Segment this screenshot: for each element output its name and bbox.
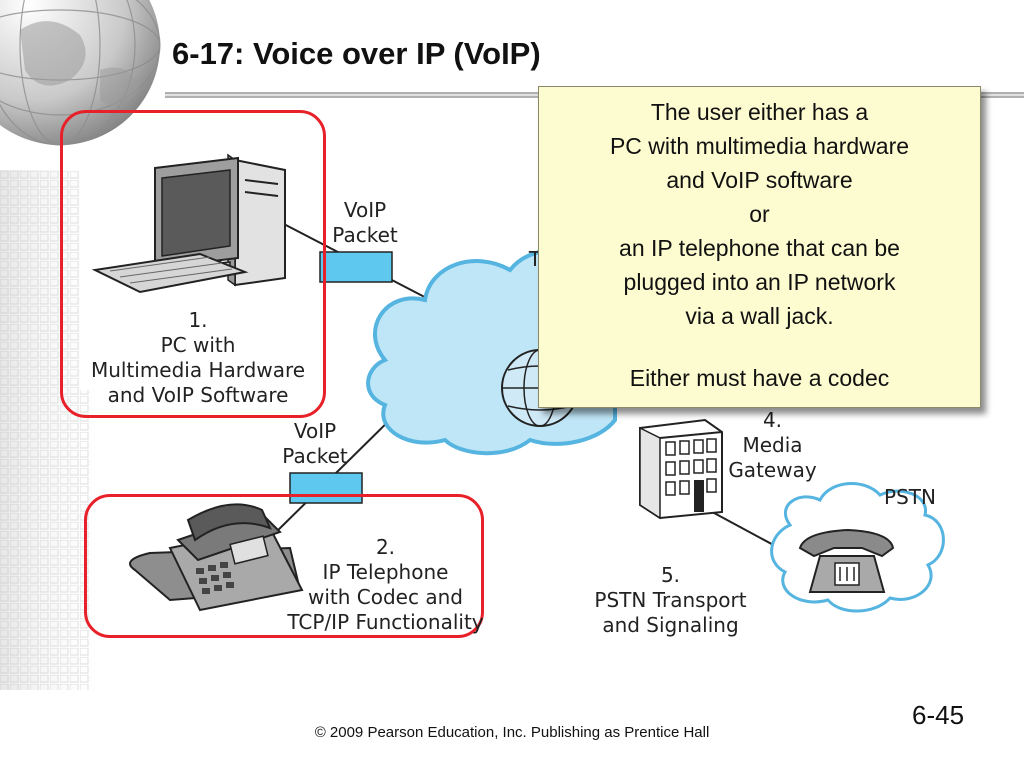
pc-computer-icon [80,153,286,390]
voip-packet-bottom-label: VoIP Packet [282,419,348,468]
callout-line: an IP telephone that can be [619,235,900,261]
callout-line: or [749,201,770,227]
callout-line: PC with multimedia hardware [609,133,910,159]
pstn-transport-label: 5. PSTN Transport and Signaling [594,563,747,637]
media-gateway-building-icon [639,418,723,520]
voip-packet-top-label: VoIP Packet [332,198,398,247]
callout-line: The user either has a [650,99,869,125]
slide-number: 6-45 [912,700,965,730]
callout-line: and VoIP software [666,167,853,193]
callout-line: Either must have a codec [629,365,890,391]
callout-line: via a wall jack. [685,303,834,329]
pc-label: 1. PC with Multimedia Hardware and VoIP … [90,308,306,407]
copyright-footer: © 2009 Pearson Education, Inc. Publishin… [314,724,710,741]
globe-logo-icon [0,0,161,146]
pstn-label: PSTN [884,485,936,509]
pc-highlight-box [60,110,326,418]
voip-packet-top [319,251,393,283]
callout-line: plugged into an IP network [623,269,896,295]
ip-phone-highlight-box [84,494,484,638]
pstn-telephone-icon [798,528,895,593]
ip-telephone-icon [129,503,304,612]
slide-title: 6-17: Voice over IP (VoIP) [172,36,541,71]
explanation-callout: The user either has a PC with multimedia… [538,86,981,408]
voip-packet-bottom [289,472,363,504]
media-gateway-label: 4. Media Gateway [728,408,817,482]
ip-telephone-label: 2. IP Telephone with Codec and TCP/IP Fu… [287,535,484,634]
